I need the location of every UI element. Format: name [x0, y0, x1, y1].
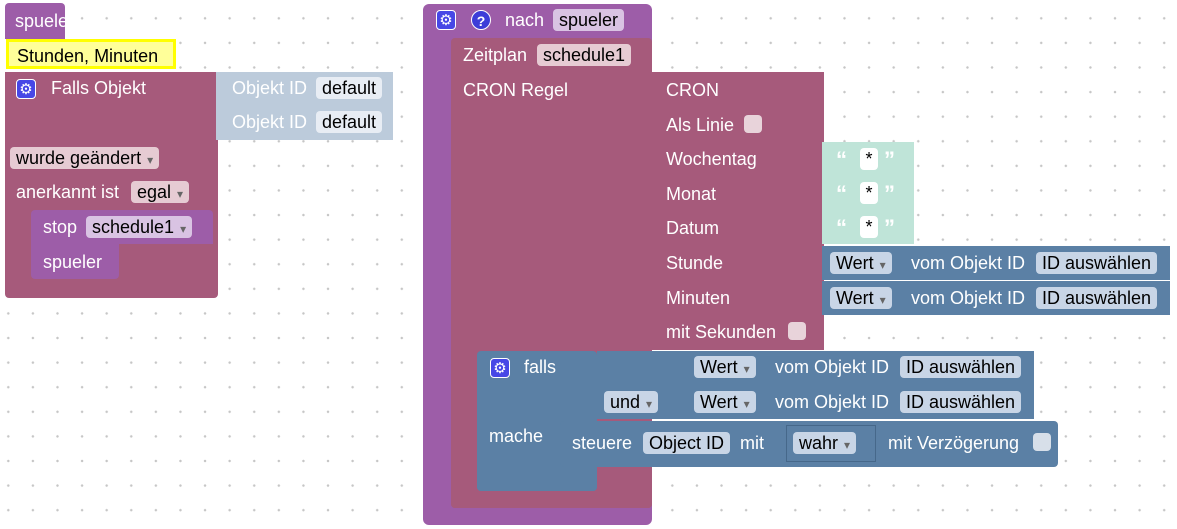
trigger-title: Falls Objekt — [51, 78, 147, 98]
bool-value-dropdown[interactable]: wahr — [793, 432, 857, 454]
cron-title: CRON — [666, 80, 719, 100]
open-quote: “ — [836, 215, 847, 240]
hour-object-label: vom Objekt ID — [911, 253, 1026, 273]
ack-label: anerkannt ist — [16, 182, 120, 202]
cron-rule-label: CRON Regel — [463, 80, 569, 100]
as-line-label: Als Linie — [666, 115, 735, 135]
comment-text: Stunden, Minuten — [17, 46, 159, 66]
and-operator-dropdown[interactable]: und — [604, 391, 659, 413]
ack-dropdown[interactable]: egal — [131, 181, 190, 203]
with-label: mit — [740, 433, 764, 453]
function-call-label: spueler — [15, 11, 75, 31]
weekday-value[interactable]: * — [860, 148, 878, 170]
minutes-value-dropdown[interactable]: Wert — [830, 287, 892, 309]
control-object-id-field[interactable]: Object ID — [643, 432, 731, 454]
close-quote: ” — [884, 215, 895, 240]
condition-value-dropdown-2[interactable]: Wert — [694, 391, 756, 413]
if-label: falls — [524, 357, 557, 377]
object-id-value-1[interactable]: default — [316, 77, 383, 99]
object-id-value-2[interactable]: default — [316, 111, 383, 133]
hour-label: Stunde — [666, 253, 724, 273]
function-name-field[interactable]: spueler — [553, 9, 625, 31]
schedule-label: Zeitplan — [463, 45, 528, 65]
date-label: Datum — [666, 218, 720, 238]
minutes-label: Minuten — [666, 288, 731, 308]
object-id-label-2: Objekt ID — [232, 112, 308, 132]
control-label: steuere — [572, 433, 633, 453]
inner-function-call-label: spueler — [43, 252, 103, 272]
open-quote: “ — [836, 147, 847, 172]
with-delay-checkbox[interactable] — [1033, 433, 1051, 451]
gear-icon[interactable]: ⚙ — [16, 79, 36, 99]
condition-object-label-2: vom Objekt ID — [775, 392, 890, 412]
minutes-object-label: vom Objekt ID — [911, 288, 1026, 308]
with-seconds-checkbox[interactable] — [788, 322, 806, 340]
as-line-checkbox[interactable] — [744, 115, 762, 133]
gear-icon[interactable]: ⚙ — [490, 358, 510, 378]
gear-icon[interactable]: ⚙ — [436, 10, 456, 30]
schedule-block-bottom — [451, 491, 652, 508]
condition-id-select-2[interactable]: ID auswählen — [900, 391, 1022, 413]
comment-block[interactable]: Stunden, Minuten — [6, 39, 176, 69]
condition-object-label-1: vom Objekt ID — [775, 357, 890, 377]
condition-id-select-1[interactable]: ID auswählen — [900, 356, 1022, 378]
date-value[interactable]: * — [860, 216, 878, 238]
with-delay-label: mit Verzögerung — [888, 433, 1020, 453]
hour-value-dropdown[interactable]: Wert — [830, 252, 892, 274]
schedule-name-field[interactable]: schedule1 — [537, 44, 632, 66]
help-icon[interactable]: ? — [471, 10, 491, 30]
function-definition-label: nach — [505, 10, 545, 30]
do-label: mache — [489, 426, 544, 446]
object-id-label-1: Objekt ID — [232, 78, 308, 98]
changed-dropdown[interactable]: wurde geändert — [10, 147, 160, 169]
hour-id-select[interactable]: ID auswählen — [1036, 252, 1158, 274]
month-label: Monat — [666, 184, 717, 204]
close-quote: ” — [884, 147, 895, 172]
minutes-id-select[interactable]: ID auswählen — [1036, 287, 1158, 309]
function-call-block[interactable]: spueler — [5, 3, 74, 39]
stop-schedule-dropdown[interactable]: schedule1 — [86, 216, 193, 238]
condition-value-dropdown-1[interactable]: Wert — [694, 356, 756, 378]
inner-function-call-block[interactable] — [31, 244, 119, 279]
month-value[interactable]: * — [860, 182, 878, 204]
if-block-bottom — [477, 469, 597, 491]
cron-block[interactable] — [652, 72, 824, 350]
with-seconds-label: mit Sekunden — [666, 322, 777, 342]
close-quote: ” — [884, 181, 895, 206]
open-quote: “ — [836, 181, 847, 206]
weekday-label: Wochentag — [666, 149, 757, 169]
stop-label: stop — [43, 217, 78, 237]
